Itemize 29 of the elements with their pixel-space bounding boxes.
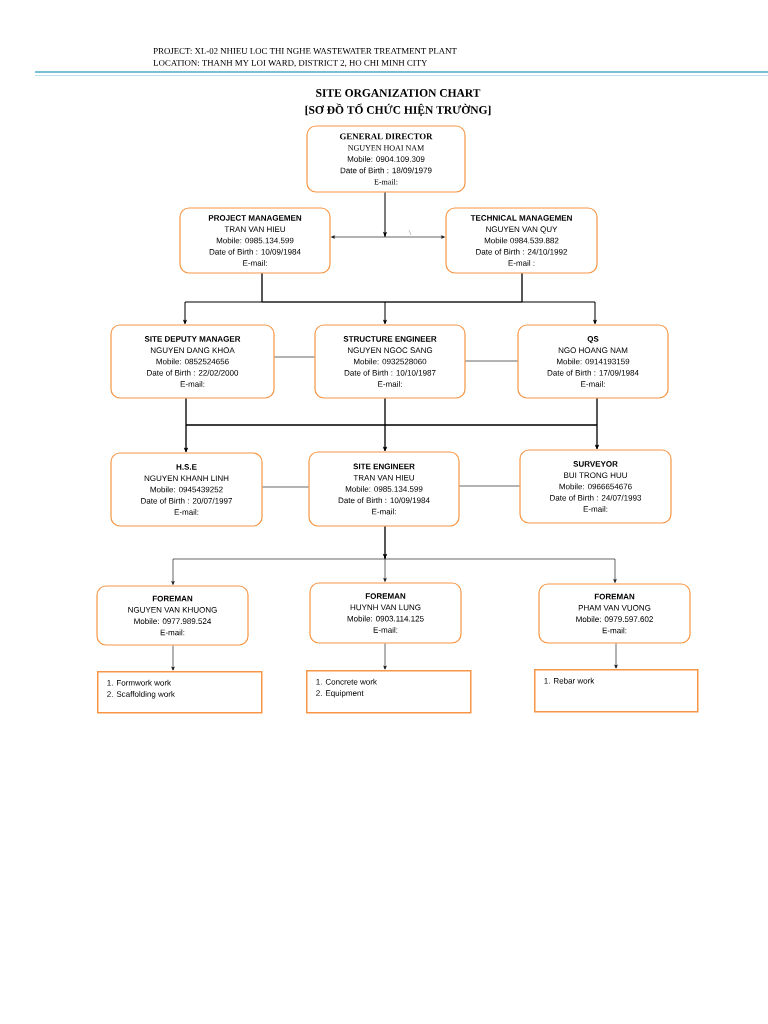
staff-box: STRUCTURE ENGINEER NGUYEN NGOC SANG Mobile: 0932528060 Date of Birth : 10/10/1987 E-mail: xyxy=(314,324,466,399)
staff-box: QS NGO HOANG NAM Mobile: 0914193159 Date of Birth : 17/09/1984 E-mail: xyxy=(517,324,669,399)
staff-box: GENERAL DIRECTOR NGUYEN HOAI NAM Mobile: 0904.109.309 Date of Birth : 18/09/1979 E-mail: xyxy=(306,125,466,193)
task-box: 1. Concrete work 2. Equipment xyxy=(306,670,472,714)
connector-line xyxy=(262,486,309,488)
arrow xyxy=(383,643,387,670)
connector-line xyxy=(274,356,315,358)
arrow xyxy=(521,273,597,324)
branching-arrow xyxy=(184,398,599,452)
staff-box: PROJECT MANAGEMEN TRAN VAN HIEU Mobile: 0985.134.599 Date of Birth : 10/09/1984 E-mail: xyxy=(179,207,331,274)
task-box: 1. Formwork work 2. Scaffolding work xyxy=(97,671,263,714)
staff-box: SITE DEPUTY MANAGER NGUYEN DANG KHOA Mobile: 0852524656 Date of Birth : 22/02/2000 E-mail: xyxy=(110,324,275,399)
connector-line xyxy=(459,485,520,487)
staff-box: FOREMAN HUYNH VAN LUNG Mobile: 0903.114.125 E-mail: xyxy=(309,582,462,644)
arrow xyxy=(383,526,617,583)
staff-box: H.S.E NGUYEN KHANH LINH Mobile: 0945439252 Date of Birth : 20/07/1997 E-mail: xyxy=(110,452,263,527)
staff-box: SITE ENGINEER TRAN VAN HIEU Mobile: 0985.134.599 Date of Birth : 10/09/1984 E-mail: xyxy=(308,451,460,527)
arrow xyxy=(614,643,618,669)
staff-box: FOREMAN NGUYEN VAN KHUONG Mobile: 0977.989.524 E-mail: xyxy=(96,585,249,646)
arrow xyxy=(171,645,175,671)
arrow xyxy=(383,192,445,239)
staff-box: SURVEYOR BUI TRONG HUU Mobile: 0966654676 Date of Birth : 24/07/1993 E-mail: xyxy=(519,449,672,524)
task-box: 1. Rebar work xyxy=(534,669,699,713)
connector-line xyxy=(465,360,518,362)
header-text: PROJECT: XL-02 NHIEU LOC THI NGHE WASTEWATER TREATMENT PLANT xyxy=(153,48,457,54)
header-text: LOCATION: THANH MY LOI WARD, DISTRICT 2, HO CHI MINH CITY xyxy=(153,59,428,68)
chart-title: SITE ORGANIZATION CHART [SƠ ĐỒ TỔ CHỨC HIỆN TRƯỜNG] xyxy=(305,89,491,116)
staff-box: TECHNICAL MANAGEMEN NGUYEN VAN QUY Mobile 0984.539.882 Date of Birth : 24/10/1992 E-mail : xyxy=(445,207,598,274)
staff-box: FOREMAN PHAM VAN VUONG Mobile: 0979.597.602 E-mail: xyxy=(538,583,691,644)
